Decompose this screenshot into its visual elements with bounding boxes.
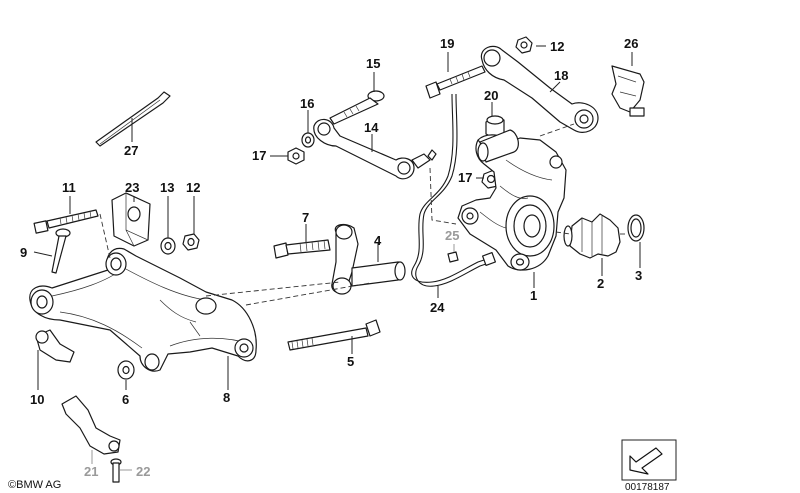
callout-11: 11 xyxy=(62,180,76,195)
orientation-box xyxy=(621,439,677,481)
part-bolt-22 xyxy=(110,458,122,483)
callout-5: 5 xyxy=(347,354,354,369)
callout-12-right: 12 xyxy=(550,39,564,54)
callout-10: 10 xyxy=(30,392,44,407)
callout-6: 6 xyxy=(122,392,129,407)
callout-13: 13 xyxy=(160,180,174,195)
direction-arrow-icon xyxy=(629,447,663,475)
callout-3: 3 xyxy=(635,268,642,283)
callout-18: 18 xyxy=(554,68,568,83)
part-link-4 xyxy=(331,223,406,295)
part-link-14 xyxy=(313,118,431,180)
callout-12-left: 12 xyxy=(186,180,200,195)
document-number: 00178187 xyxy=(625,482,670,493)
part-bushing-6 xyxy=(117,360,135,380)
part-cv-boot-2 xyxy=(563,213,621,259)
part-wheel-carrier-1 xyxy=(457,134,567,271)
callout-labels: 27 11 23 13 12 9 10 6 8 21 22 7 4 5 15 1… xyxy=(20,36,642,479)
part-nut-12-left xyxy=(182,233,200,251)
part-nut-17-left xyxy=(287,147,305,165)
callout-21: 21 xyxy=(84,464,98,479)
part-bolt-19 xyxy=(425,65,486,99)
callout-25: 25 xyxy=(445,228,459,243)
callout-2: 2 xyxy=(597,276,604,291)
part-wishbone-18 xyxy=(480,45,599,133)
part-ring-3 xyxy=(627,214,645,242)
part-bolt-9 xyxy=(51,228,71,274)
callout-4: 4 xyxy=(374,233,382,248)
part-bolt-7 xyxy=(273,239,331,259)
callout-14: 14 xyxy=(364,120,379,135)
part-sensor-wire-24 xyxy=(411,93,497,287)
callout-8: 8 xyxy=(223,390,230,405)
callout-15: 15 xyxy=(366,56,380,71)
callout-24: 24 xyxy=(430,300,445,315)
part-bolt-15 xyxy=(329,90,385,125)
part-nut-12-right xyxy=(515,36,533,54)
part-control-arm-8 xyxy=(29,247,257,372)
callout-17-right: 17 xyxy=(458,170,472,185)
part-washer-16 xyxy=(301,132,315,148)
callout-23: 23 xyxy=(125,180,139,195)
part-bolt-5 xyxy=(287,319,381,351)
part-bolt-11 xyxy=(33,209,99,234)
callout-27: 27 xyxy=(124,143,138,158)
part-washer-13 xyxy=(160,237,176,255)
part-bracket-23 xyxy=(111,192,151,247)
part-clip-25 xyxy=(447,251,459,263)
part-rubber-mount-10 xyxy=(35,329,75,363)
callout-20: 20 xyxy=(484,88,498,103)
callout-26: 26 xyxy=(624,36,638,51)
callout-7: 7 xyxy=(302,210,309,225)
callout-1: 1 xyxy=(530,288,537,303)
callout-16: 16 xyxy=(300,96,314,111)
callout-leaders xyxy=(33,45,641,471)
part-sleeve xyxy=(477,129,519,163)
part-cable-tie xyxy=(95,91,171,147)
part-bracket-26 xyxy=(611,65,645,117)
callout-22: 22 xyxy=(136,464,150,479)
footer: ©BMW AG 00178187 xyxy=(8,439,677,493)
part-bracket-21 xyxy=(61,395,121,455)
copyright-text: ©BMW AG xyxy=(8,479,61,491)
callout-19: 19 xyxy=(440,36,454,51)
callout-9: 9 xyxy=(20,245,27,260)
callout-17-left: 17 xyxy=(252,148,266,163)
assembly-lines xyxy=(99,123,628,306)
